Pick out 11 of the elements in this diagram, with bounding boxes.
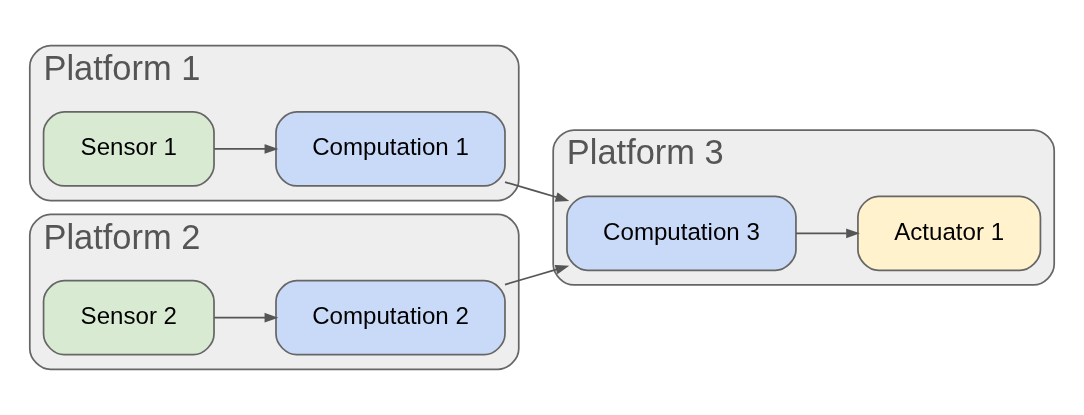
node-box: Computation 2 xyxy=(275,279,506,356)
arrow xyxy=(795,228,860,239)
node-box: Computation 3 xyxy=(566,195,797,272)
node-box: Sensor 1 xyxy=(42,111,215,187)
node-box: Actuator 1 xyxy=(857,195,1042,272)
arrow xyxy=(213,312,279,323)
arrow xyxy=(504,181,570,202)
arrow xyxy=(504,264,570,286)
node-box: Sensor 2 xyxy=(42,279,215,356)
node-box: Computation 1 xyxy=(275,111,506,187)
arrow xyxy=(213,144,279,154)
